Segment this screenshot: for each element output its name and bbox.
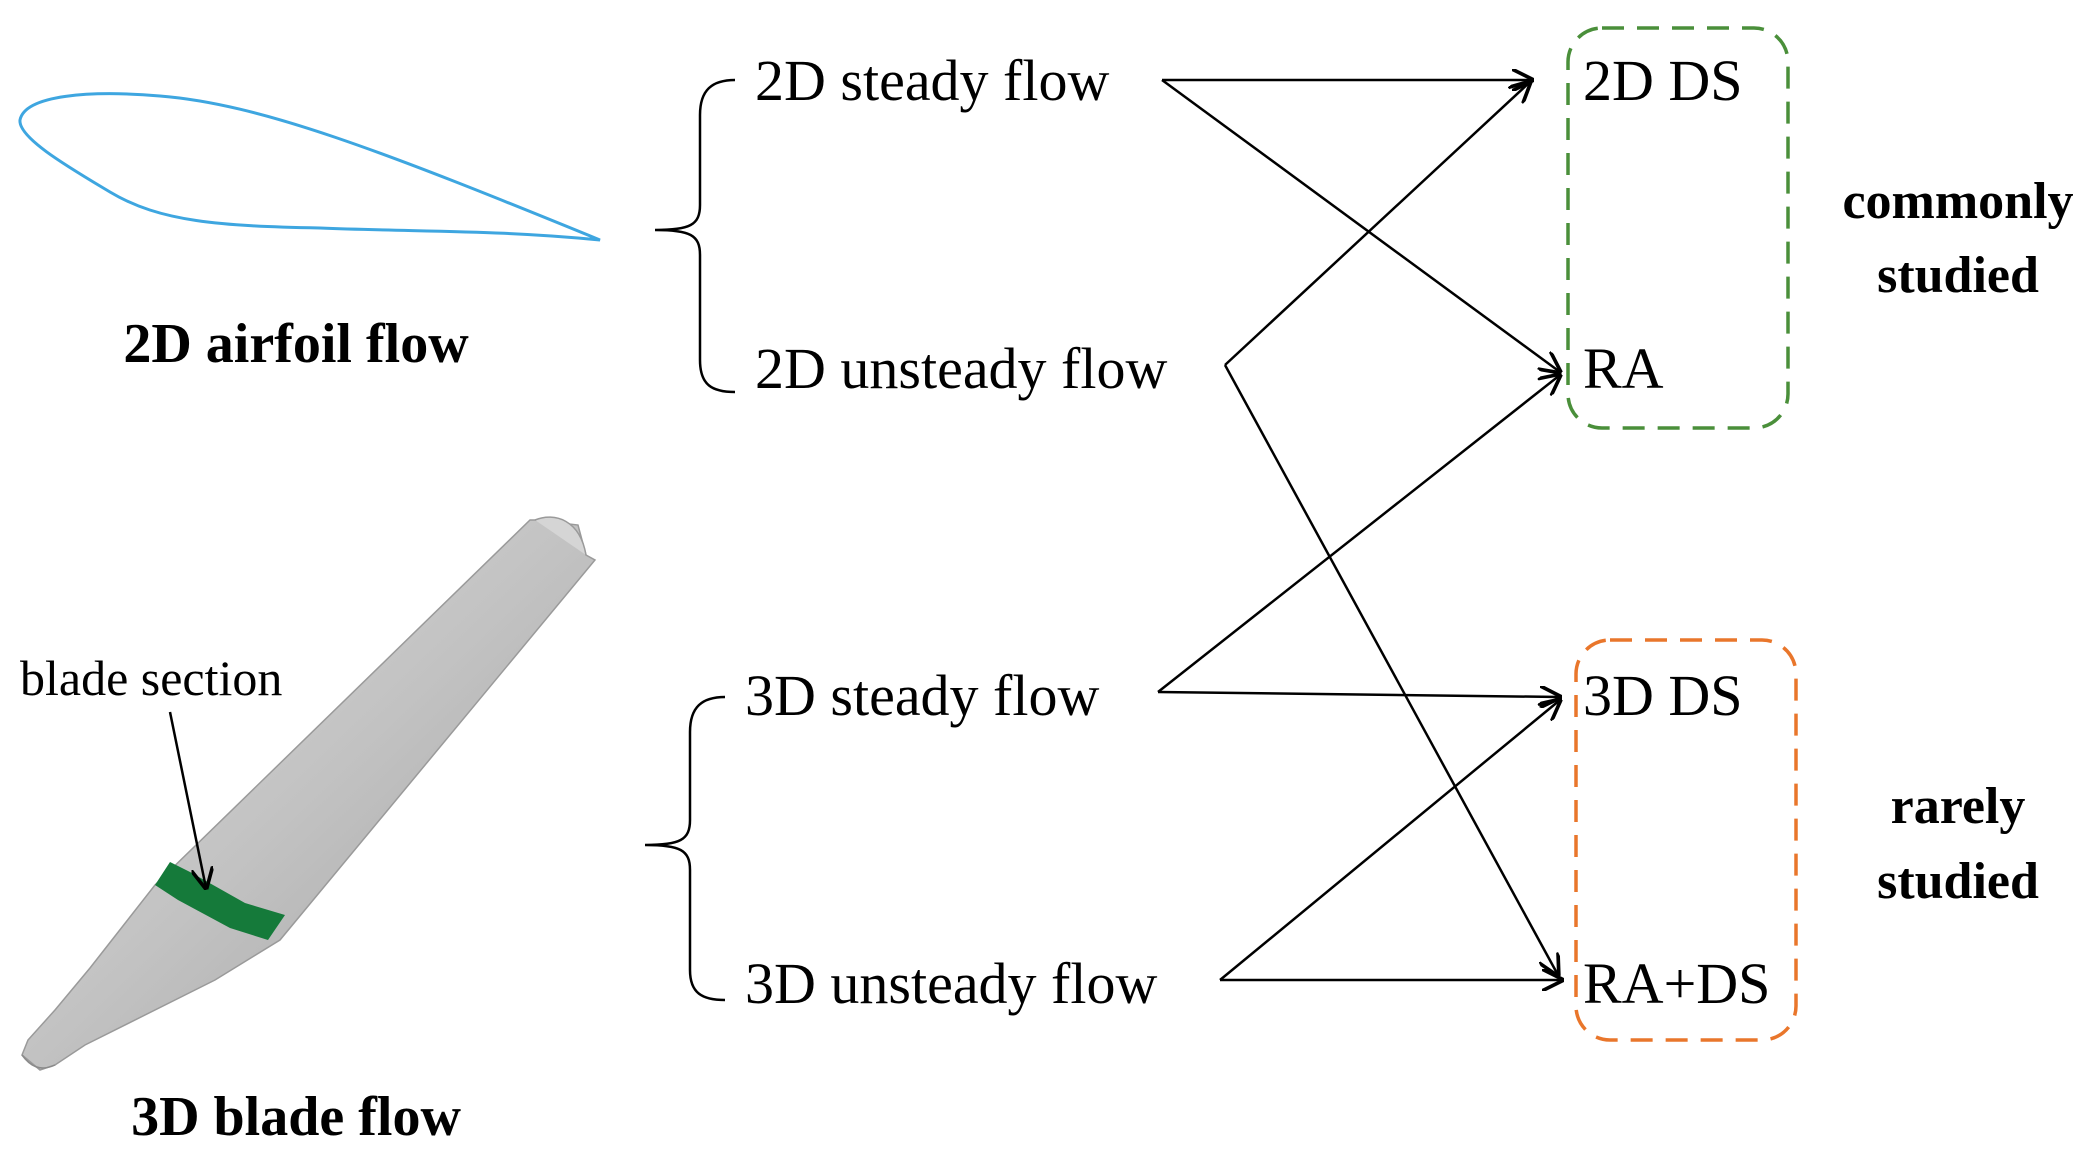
arrow-3d-unsteady-to-3d-ds (1219, 700, 1560, 981)
outcome-2d-ds: 2D DS (1583, 48, 1743, 113)
outcome-3d-ds: 3D DS (1583, 663, 1743, 728)
arrow-3d-steady-to-ra (1157, 375, 1560, 693)
outcome-ra-ds: RA+DS (1583, 951, 1770, 1016)
brace-3d (644, 695, 726, 1002)
airfoil-flow-title: 2D airfoil flow (123, 313, 469, 375)
arrow-3d-steady-to-3d-ds (1157, 692, 1560, 697)
arrow-2d-unsteady-to-2d-ds (1224, 82, 1530, 366)
flow-3d-steady: 3D steady flow (745, 663, 1099, 728)
commonly-label: commonly (1842, 173, 2073, 230)
commonly-studied-label: studied (1877, 247, 2039, 304)
flow-3d-unsteady: 3D unsteady flow (745, 951, 1157, 1016)
flow-2d-unsteady: 2D unsteady flow (755, 336, 1167, 401)
blade-section-band (155, 862, 285, 940)
arrow-2d-steady-to-ra (1161, 78, 1560, 372)
outcome-ra: RA (1583, 336, 1664, 401)
blade-flow-title: 3D blade flow (131, 1086, 461, 1148)
airfoil-shape (18, 92, 601, 242)
blade-section-label: blade section (20, 650, 282, 706)
rarely-label: rarely (1891, 778, 2026, 835)
flow-2d-steady: 2D steady flow (755, 48, 1109, 113)
arrow-2d-unsteady-to-ra-ds (1223, 364, 1558, 975)
blade-section-pointer (168, 711, 206, 888)
blade-shape (21, 516, 597, 1071)
rarely-studied-label: studied (1877, 853, 2039, 910)
brace-2d (654, 78, 736, 394)
commonly-studied-box (1566, 26, 1790, 430)
rarely-studied-box (1574, 638, 1798, 1042)
